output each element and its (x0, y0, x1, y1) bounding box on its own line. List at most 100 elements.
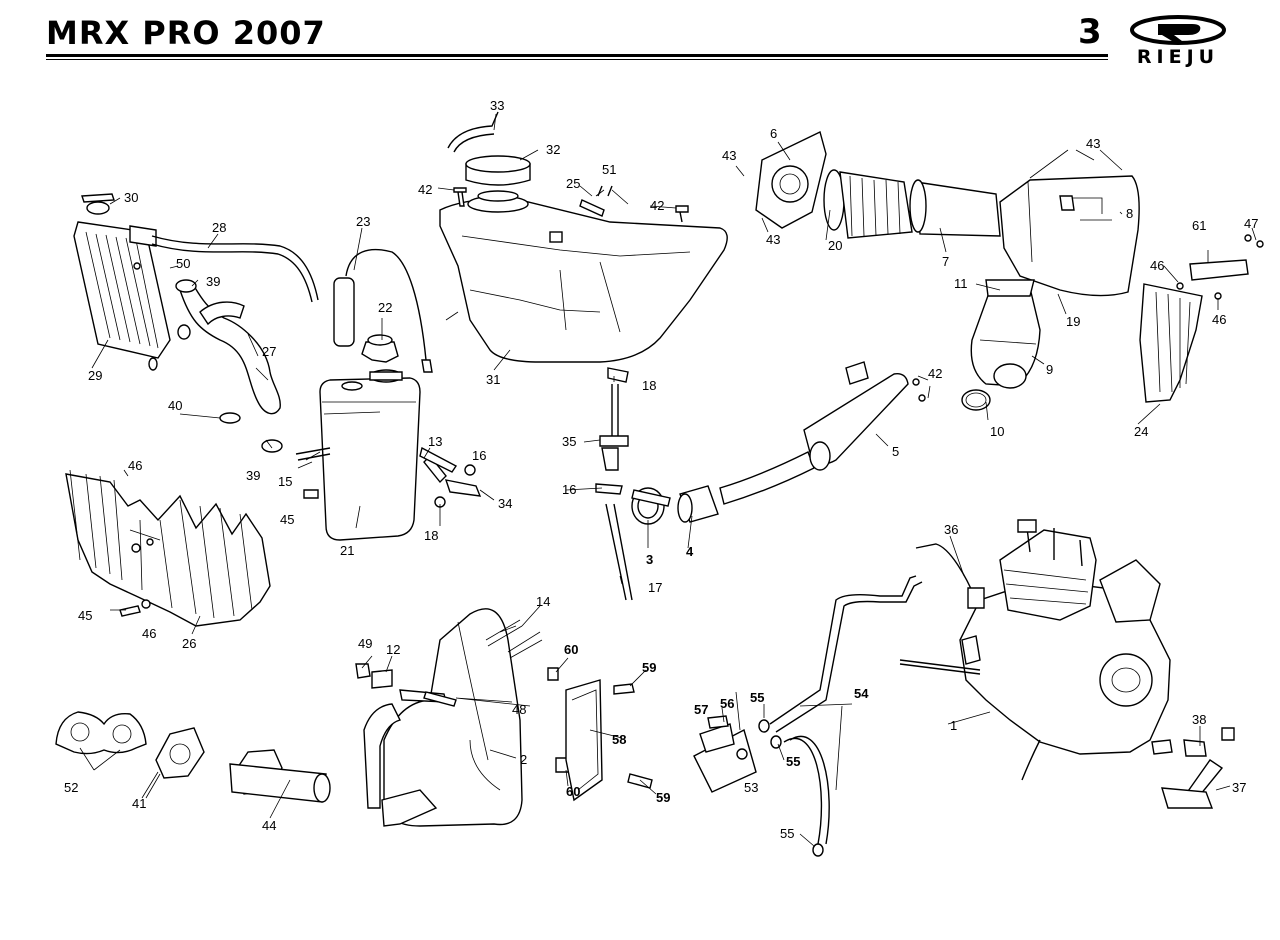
page-title: MRX PRO 2007 (46, 14, 326, 52)
callout-9: 9 (1046, 362, 1053, 377)
callout-52: 52 (64, 780, 78, 795)
callout-43-cover-bottom: 43 (766, 232, 780, 247)
callout-54: 54 (854, 686, 869, 701)
silencer (719, 361, 926, 505)
fuel-tank (439, 190, 728, 363)
callout-34: 34 (498, 496, 512, 511)
callout-48: 48 (512, 702, 526, 717)
callout-16-reservoir: 16 (472, 448, 486, 463)
callout-31: 31 (486, 372, 500, 387)
callout-33: 33 (490, 98, 504, 113)
page-number: 3 (1078, 12, 1102, 52)
callout-56: 56 (720, 696, 734, 711)
exhaust-hardware (355, 663, 653, 802)
callout-4: 4 (686, 544, 694, 559)
plate-bracket (1176, 234, 1264, 300)
callout-49: 49 (358, 636, 372, 651)
callout-18-tap: 18 (642, 378, 656, 393)
callout-16-tap: 16 (562, 482, 576, 497)
callout-51: 51 (602, 162, 616, 177)
callout-59-bottom: 59 (656, 790, 670, 805)
callout-1: 1 (950, 718, 957, 733)
callout-57: 57 (694, 702, 708, 717)
callout-38: 38 (1192, 712, 1206, 727)
crankcase-breather (915, 543, 985, 609)
callout-60-top: 60 (564, 642, 578, 657)
callout-46-plate-right: 46 (1212, 312, 1226, 327)
callout-46-plate-left: 46 (1150, 258, 1164, 273)
callout-45-guard: 45 (78, 608, 92, 623)
header-rule-thin (46, 59, 1108, 60)
cylinder-gaskets (55, 711, 147, 755)
coolant-reservoir (319, 369, 447, 541)
callout-47: 47 (1244, 216, 1258, 231)
leader-lines (79, 113, 1257, 847)
reservoir-cap (361, 334, 399, 363)
callout-23: 23 (356, 214, 370, 229)
exhaust-springs (485, 619, 543, 659)
fuel-tank-bolts (453, 185, 689, 223)
callout-26: 26 (182, 636, 196, 651)
callout-55-middle: 55 (786, 754, 800, 769)
callout-17: 17 (648, 580, 662, 595)
reservoir-fittings (295, 446, 482, 508)
callout-22: 22 (378, 300, 392, 315)
brand-logo: RIEJU (1112, 14, 1244, 68)
exhaust-clamp (631, 487, 671, 525)
exhaust-sleeve (677, 485, 719, 523)
callout-42-tank-right: 42 (650, 198, 664, 213)
radiator (73, 193, 171, 371)
callout-24: 24 (1134, 424, 1148, 439)
callout-20: 20 (828, 238, 842, 253)
callout-60-bottom: 60 (566, 784, 580, 799)
callout-35: 35 (562, 434, 576, 449)
brand-emblem-icon (1130, 15, 1226, 45)
radiator-guard (65, 469, 271, 627)
callout-58: 58 (612, 732, 626, 747)
callout-37: 37 (1232, 780, 1246, 795)
pump-hose (758, 575, 923, 857)
callout-29: 29 (88, 368, 102, 383)
page-header: MRX PRO 2007 3 RIEJU (0, 0, 1280, 70)
exhaust-tube (605, 503, 633, 601)
hose-clamps (133, 262, 283, 453)
callout-25: 25 (566, 176, 580, 191)
callout-40: 40 (168, 398, 182, 413)
callout-55-top: 55 (750, 690, 764, 705)
callout-2: 2 (520, 752, 527, 767)
air-filter (823, 169, 1001, 239)
callout-42-silencer: 42 (928, 366, 942, 381)
callout-28: 28 (212, 220, 226, 235)
callout-14: 14 (536, 594, 550, 609)
airbox (999, 175, 1140, 297)
callout-43-airbox: 43 (1086, 136, 1100, 151)
callout-55-bottom: 55 (780, 826, 794, 841)
callout-46-guard-top: 46 (128, 458, 142, 473)
callout-6: 6 (770, 126, 777, 141)
callout-39-bottom: 39 (246, 468, 260, 483)
callout-8: 8 (1126, 206, 1133, 221)
callout-46-guard-bottom: 46 (142, 626, 156, 641)
fuel-tap (595, 367, 629, 495)
number-plate (1139, 283, 1203, 403)
header-rule (46, 54, 1108, 57)
callout-19: 19 (1066, 314, 1080, 329)
callout-43-cover-top: 43 (722, 148, 736, 163)
callout-27: 27 (262, 344, 276, 359)
callout-59-top: 59 (642, 660, 656, 675)
manifold-gasket (155, 727, 205, 779)
callout-39-top: 39 (206, 274, 220, 289)
callout-36: 36 (944, 522, 958, 537)
water-pump (693, 715, 757, 793)
callout-50: 50 (176, 256, 190, 271)
brand-name: RIEJU (1136, 46, 1220, 68)
kickstart-lever (1151, 727, 1235, 809)
callout-53: 53 (744, 780, 758, 795)
exhaust-pipe (363, 608, 523, 827)
airbox-cover (755, 131, 827, 229)
callout-3: 3 (646, 552, 653, 567)
callout-5: 5 (892, 444, 899, 459)
callout-30: 30 (124, 190, 138, 205)
callout-11: 11 (954, 276, 968, 291)
callout-61: 61 (1192, 218, 1206, 233)
